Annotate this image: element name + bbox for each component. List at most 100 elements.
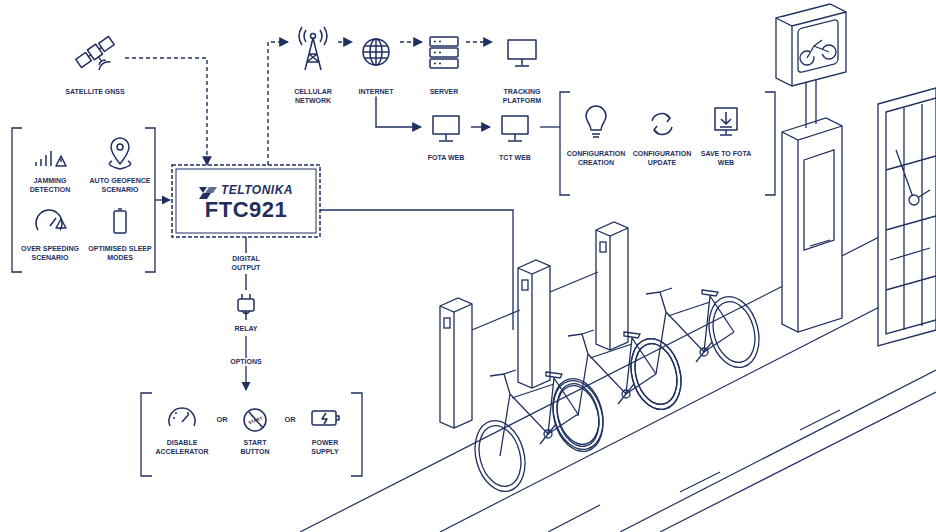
drawing-path <box>806 78 830 246</box>
drawing-g <box>652 114 672 135</box>
node-label: OPTIMISED SLEEP MODES <box>88 245 152 262</box>
drawing-g <box>586 106 606 137</box>
drawing-g <box>299 27 327 70</box>
drawing-g <box>433 116 459 141</box>
drawing-circle <box>909 195 919 205</box>
drawing-path <box>472 272 598 330</box>
drawing-circle <box>363 39 389 65</box>
drawing-g <box>244 409 266 431</box>
drawing-use <box>546 330 689 457</box>
drawing-path <box>439 134 453 141</box>
drawing-path <box>540 126 560 127</box>
node-label: RELAY <box>226 325 266 334</box>
drawing-g <box>363 39 389 65</box>
drawing-path <box>322 413 339 424</box>
drawing-g <box>440 222 628 428</box>
drawing-path <box>518 266 550 388</box>
drawing-path <box>440 304 472 428</box>
drawing-path <box>50 218 56 226</box>
connector <box>338 41 352 42</box>
device-box: TELTONIKAFTC921 <box>172 165 320 237</box>
drawing-path <box>548 410 840 532</box>
node-label: POWER SUPPLY <box>300 439 350 456</box>
drawing-rect <box>600 242 606 252</box>
node-label: SATELLITE GNSS <box>65 88 125 97</box>
node-label: TRACKING PLATFORM <box>492 88 552 105</box>
drawing-path <box>155 199 170 200</box>
option-icon-node: DISABLE ACCELERATOR <box>151 402 213 456</box>
drawing-path <box>886 104 936 330</box>
drawing-path <box>440 278 936 532</box>
drawing-path <box>363 39 389 65</box>
text-label: OR <box>282 416 297 425</box>
drawing-rect <box>502 116 528 134</box>
drawing-path <box>440 298 472 428</box>
connector <box>268 42 288 165</box>
drawing-g <box>715 108 737 135</box>
node-label: SAVE TO FOTA WEB <box>695 150 757 167</box>
web-icon-node: FOTA WEB <box>421 108 471 163</box>
text-label: OR <box>214 416 229 425</box>
drawing-g <box>36 151 66 166</box>
drawing-rect <box>238 299 254 311</box>
drawing-path <box>56 156 66 166</box>
node-label: FOTA WEB <box>421 154 471 163</box>
drawing-path <box>434 42 441 64</box>
drawing-g <box>114 209 126 233</box>
text-label: START <box>247 415 262 425</box>
drawing-path <box>586 106 606 137</box>
drawing-path <box>654 115 670 133</box>
drawing-g <box>75 36 121 78</box>
drawing-path <box>782 126 842 332</box>
drawing-g <box>36 210 66 230</box>
drawing-path <box>36 151 51 166</box>
node-label: FTC921 <box>172 197 320 223</box>
network-icon-node: CELLULAR NETWORK <box>288 25 338 105</box>
drawing-path <box>596 228 628 350</box>
drawing-g <box>169 408 195 426</box>
drawing-path <box>88 47 111 70</box>
web-icon-node: TCT WEB <box>490 108 540 163</box>
drawing-circle <box>244 409 266 431</box>
feature-icon-node: JAMMING DETECTION <box>19 138 81 194</box>
drawing-path <box>765 92 775 195</box>
relay-icon-node: RELAY <box>226 290 266 334</box>
config-icon-node: CONFIGURATION UPDATE <box>631 100 693 167</box>
edge-label: DIGITAL OUTPUT <box>224 253 268 274</box>
feature-icon-node: AUTO GEOFENCE SCENARIO <box>88 138 152 194</box>
drawing-g <box>472 272 598 330</box>
option-icon-node: POWER SUPPLY <box>300 402 350 456</box>
drawing-path <box>807 40 829 58</box>
drawing-path <box>720 112 732 135</box>
drawing-use <box>624 288 767 415</box>
drawing-rect <box>76 52 92 67</box>
drawing-path <box>182 414 189 422</box>
gnss-icon-node: SATELLITE GNSS <box>65 28 125 97</box>
text-label: OPTIONS <box>228 358 264 367</box>
node-label: AUTO GEOFENCE SCENARIO <box>88 177 152 194</box>
drawing-g <box>238 294 254 320</box>
drawing-rect <box>508 40 536 59</box>
drawing-path <box>36 210 62 230</box>
option-icon-node: START BUTTON <box>230 402 280 456</box>
drawing-g <box>109 138 130 169</box>
drawing-path <box>560 92 570 195</box>
drawing-path <box>515 59 529 66</box>
drawing-path <box>518 260 550 388</box>
drawing-path <box>620 370 936 532</box>
connector <box>471 126 490 127</box>
connection-line <box>320 210 513 330</box>
drawing-rect <box>798 19 838 73</box>
connector <box>400 41 422 42</box>
platform-icon-node: TRACKING PLATFORM <box>492 25 552 105</box>
node-label: CONFIGURATION UPDATE <box>631 150 693 167</box>
drawing-g <box>508 40 536 66</box>
server-icon-node: SERVER <box>422 25 466 97</box>
drawing-rect <box>114 211 126 233</box>
node-label: CELLULAR NETWORK <box>288 88 338 105</box>
drawing-g <box>12 92 775 476</box>
drawing-g <box>36 27 737 431</box>
drawing-path <box>169 408 195 426</box>
